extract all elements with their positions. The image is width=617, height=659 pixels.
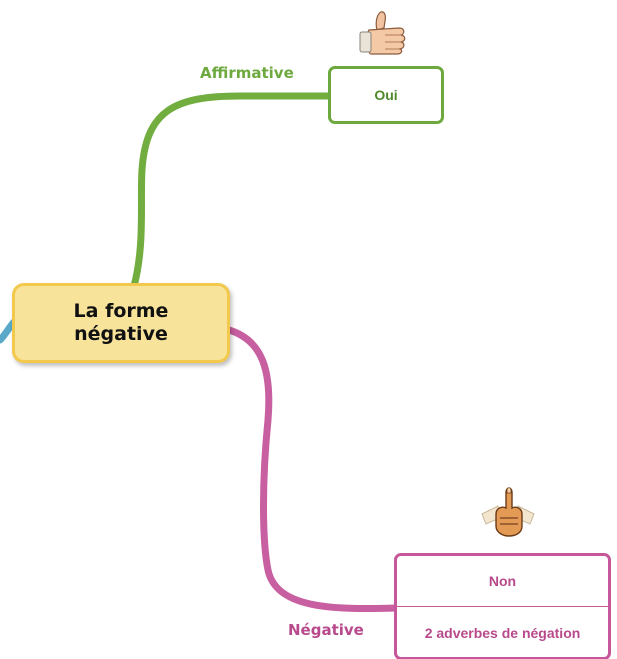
- central-topic-line1: La forme: [73, 300, 169, 323]
- thumbs-up-icon: [359, 11, 406, 55]
- negative-branch-label: Négative: [288, 621, 364, 639]
- affirmative-topic-text: Oui: [374, 87, 398, 103]
- negative-branch-line: [225, 326, 400, 613]
- negative-topic-detail: 2 adverbes de négation: [397, 606, 608, 659]
- raised-finger-hand-icon: [481, 487, 535, 537]
- affirmative-topic-node[interactable]: Oui: [328, 66, 444, 124]
- central-topic-text: La forme négative: [74, 300, 169, 346]
- central-topic-line2: négative: [74, 323, 168, 345]
- negative-topic-title: Non: [488, 573, 517, 589]
- central-topic-node[interactable]: La forme négative: [12, 283, 230, 363]
- affirmative-branch-label: Affirmative: [200, 64, 294, 82]
- affirmative-branch-line: [130, 92, 334, 290]
- negative-topic-node[interactable]: Non 2 adverbes de négation: [394, 553, 611, 659]
